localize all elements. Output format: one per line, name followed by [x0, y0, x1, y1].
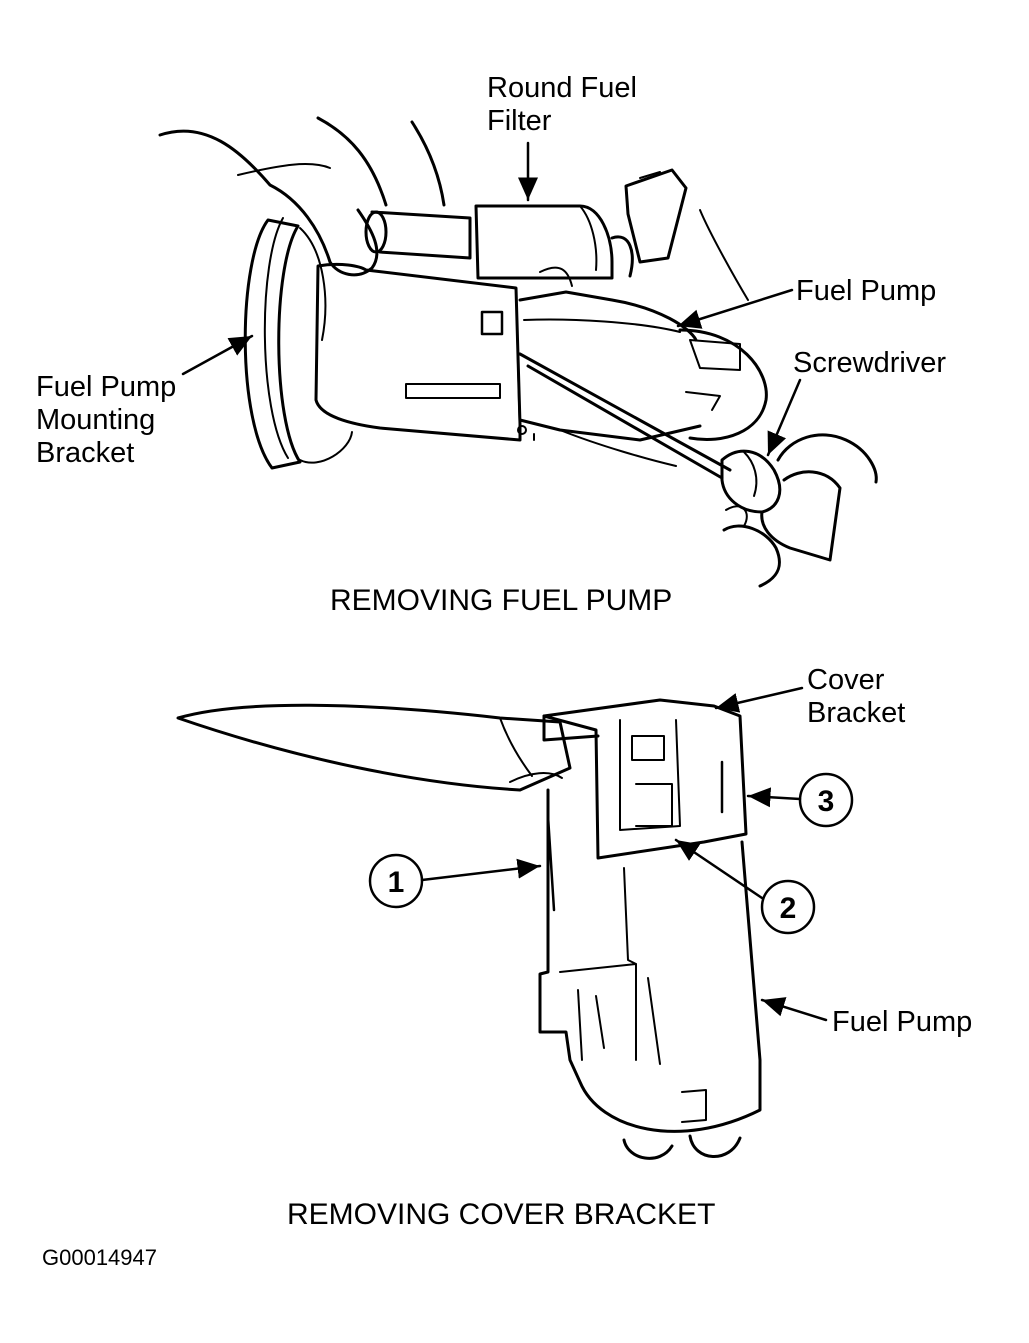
screwdriver-drawing	[518, 352, 782, 514]
callout-3: 3	[798, 772, 854, 828]
top-leaders	[181, 141, 802, 457]
leader-callout-2	[674, 838, 764, 900]
leader-callout-1	[420, 858, 542, 882]
bottom-screwdriver-drawing	[176, 703, 572, 792]
bottom-illustration: 1 2 3	[176, 686, 854, 1160]
mounting-bracket-drawing	[243, 217, 353, 470]
cover-bracket-drawing	[542, 698, 748, 860]
leader-screwdriver	[766, 378, 802, 457]
callout-3-number: 3	[818, 785, 835, 818]
fuel-filter-drawing	[364, 168, 688, 280]
fuel-pump-bottom-drawing	[538, 788, 762, 1160]
leader-cover-bracket	[714, 686, 804, 713]
label-screwdriver: Screwdriver	[793, 347, 947, 379]
label-mounting-bracket: Fuel Pump Mounting Bracket	[36, 371, 177, 469]
label-fuel-pump-top: Fuel Pump	[796, 275, 937, 307]
leader-mounting-bracket	[181, 334, 254, 376]
leader-fuel-pump-bottom	[760, 997, 828, 1022]
caption-removing-cover-bracket: REMOVING COVER BRACKET	[287, 1198, 716, 1231]
reference-id: G00014947	[42, 1245, 157, 1270]
hand-left-drawing	[158, 116, 446, 277]
bottom-leaders	[420, 686, 828, 1022]
hand-right-drawing	[722, 433, 878, 588]
label-cover-bracket: Cover Bracket	[807, 664, 906, 729]
caption-removing-fuel-pump: REMOVING FUEL PUMP	[330, 584, 673, 617]
leader-callout-3	[746, 787, 802, 808]
label-round-fuel-filter: Round Fuel Filter	[487, 72, 637, 137]
fuel-pump-top-drawing	[314, 209, 768, 467]
top-illustration	[158, 116, 878, 588]
label-fuel-pump-bottom: Fuel Pump	[832, 1006, 973, 1038]
callout-2: 2	[760, 879, 816, 935]
leader-fuel-pump-top	[676, 288, 794, 329]
callout-1-number: 1	[388, 866, 405, 899]
callout-2-number: 2	[780, 892, 797, 925]
callout-1: 1	[368, 853, 424, 909]
